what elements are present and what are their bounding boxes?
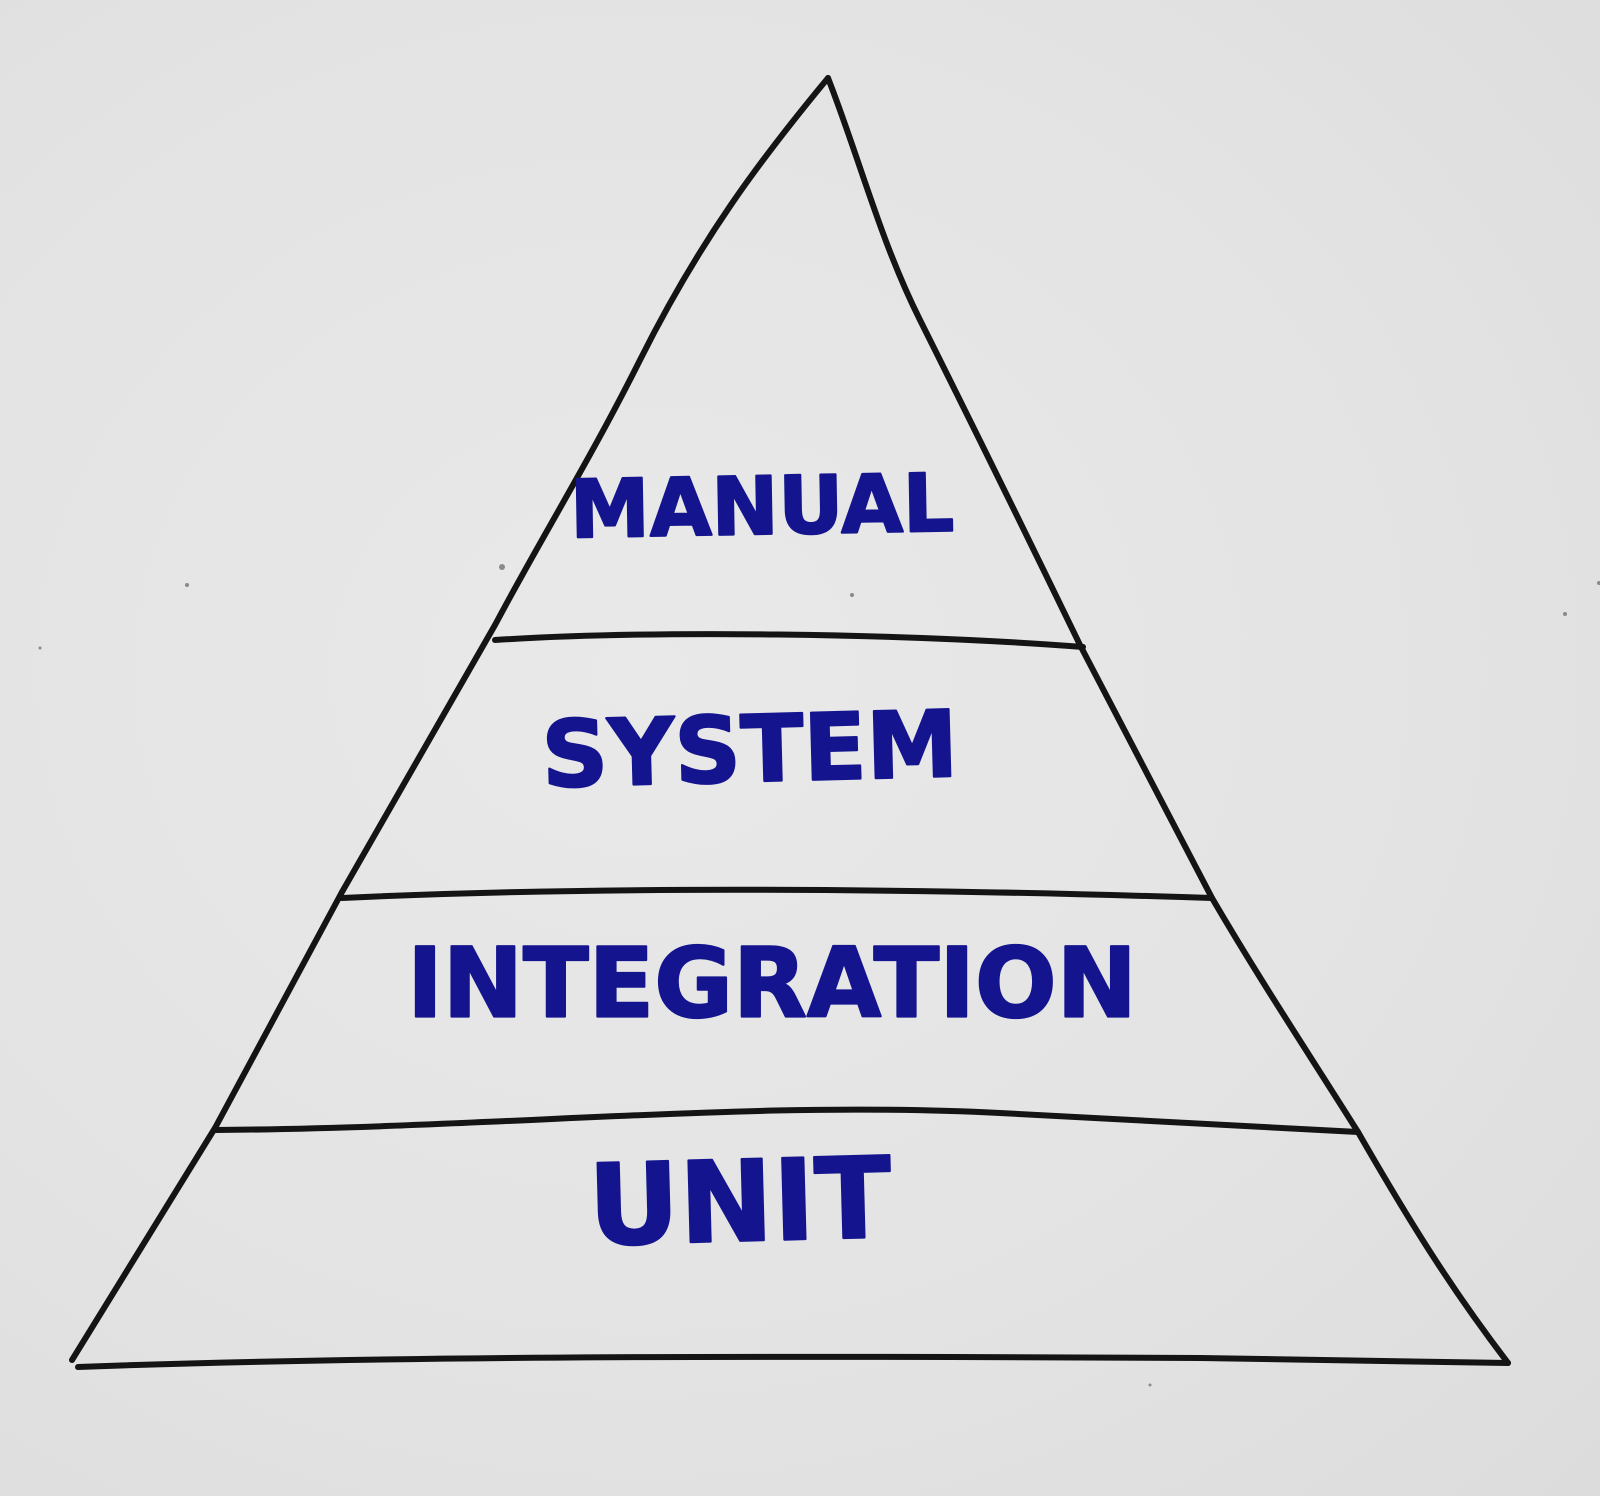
tier-label-manual: MANUAL (569, 457, 954, 557)
pyramid-left-edge (69, 75, 831, 1363)
divider-integration-unit (212, 1106, 1361, 1135)
tier-label-system: SYSTEM (540, 691, 959, 809)
pyramid-base-line (75, 1353, 1511, 1370)
board-specks (38, 564, 1600, 1387)
tier-label-integration: INTEGRATION (407, 927, 1137, 1039)
divider-manual-system (492, 631, 1086, 650)
divider-system-integration (339, 886, 1215, 901)
tier-label-unit: UNIT (587, 1134, 893, 1272)
